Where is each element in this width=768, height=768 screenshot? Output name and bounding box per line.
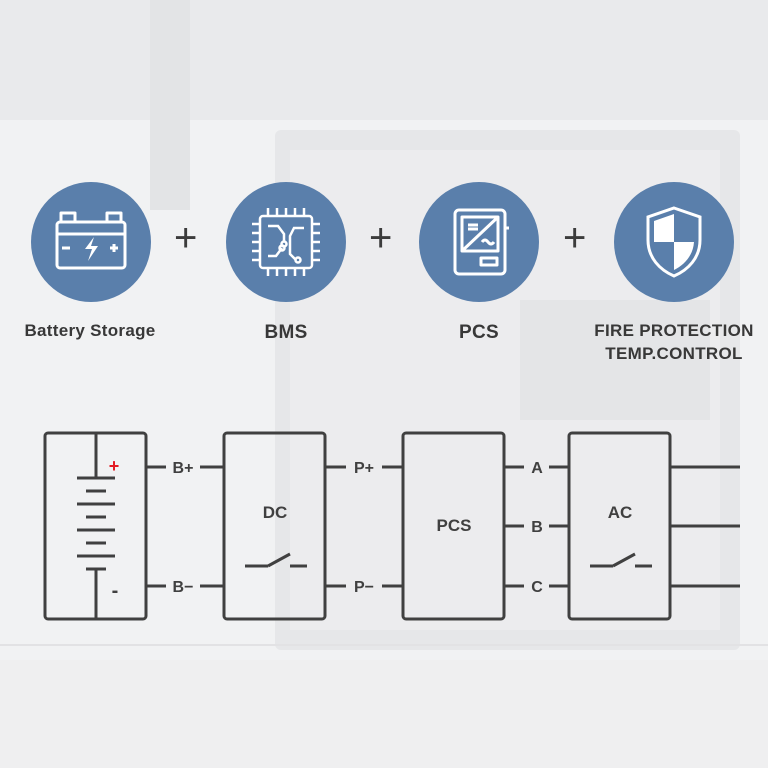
battery-icon xyxy=(31,182,151,302)
dc-switch-blade xyxy=(267,552,291,568)
label-battery-storage: Battery Storage xyxy=(24,321,156,340)
pcs-circle xyxy=(419,182,539,302)
inverter-icon xyxy=(419,182,539,302)
battery-storage-circle xyxy=(31,182,151,302)
bms-circle xyxy=(226,182,346,302)
phase-a-label: A xyxy=(531,460,543,477)
label-temp-control-line2: TEMP.CONTROL xyxy=(605,344,743,363)
terminal-b-minus: B− xyxy=(173,579,194,596)
fire-protection-circle xyxy=(614,182,734,302)
label-bms: BMS xyxy=(264,322,308,343)
pcs-block-label: PCS xyxy=(437,516,472,535)
dc-block xyxy=(222,431,327,621)
ac-block-label: AC xyxy=(608,503,633,522)
plus-sign-1: + xyxy=(174,216,198,260)
battery-plus-mark: + xyxy=(109,456,120,476)
battery-minus-mark: - xyxy=(112,580,119,602)
shield-icon xyxy=(614,182,734,302)
plus-sign-3: + xyxy=(563,216,587,260)
ac-switch-blade xyxy=(612,552,636,568)
label-fire-protection: FIRE PROTECTION TEMP.CONTROL xyxy=(574,319,768,365)
dc-block-label: DC xyxy=(263,503,288,522)
terminal-p-minus: P− xyxy=(354,579,374,596)
phase-c-label: C xyxy=(531,579,543,596)
ac-block xyxy=(567,431,672,621)
phase-b-label: B xyxy=(531,519,543,536)
terminal-p-plus: P+ xyxy=(354,460,374,477)
label-fire-protection-line1: FIRE PROTECTION xyxy=(594,321,754,340)
plus-sign-2: + xyxy=(369,216,393,260)
terminal-b-plus: B+ xyxy=(173,460,194,477)
chip-icon xyxy=(226,182,346,302)
label-pcs: PCS xyxy=(459,322,499,343)
